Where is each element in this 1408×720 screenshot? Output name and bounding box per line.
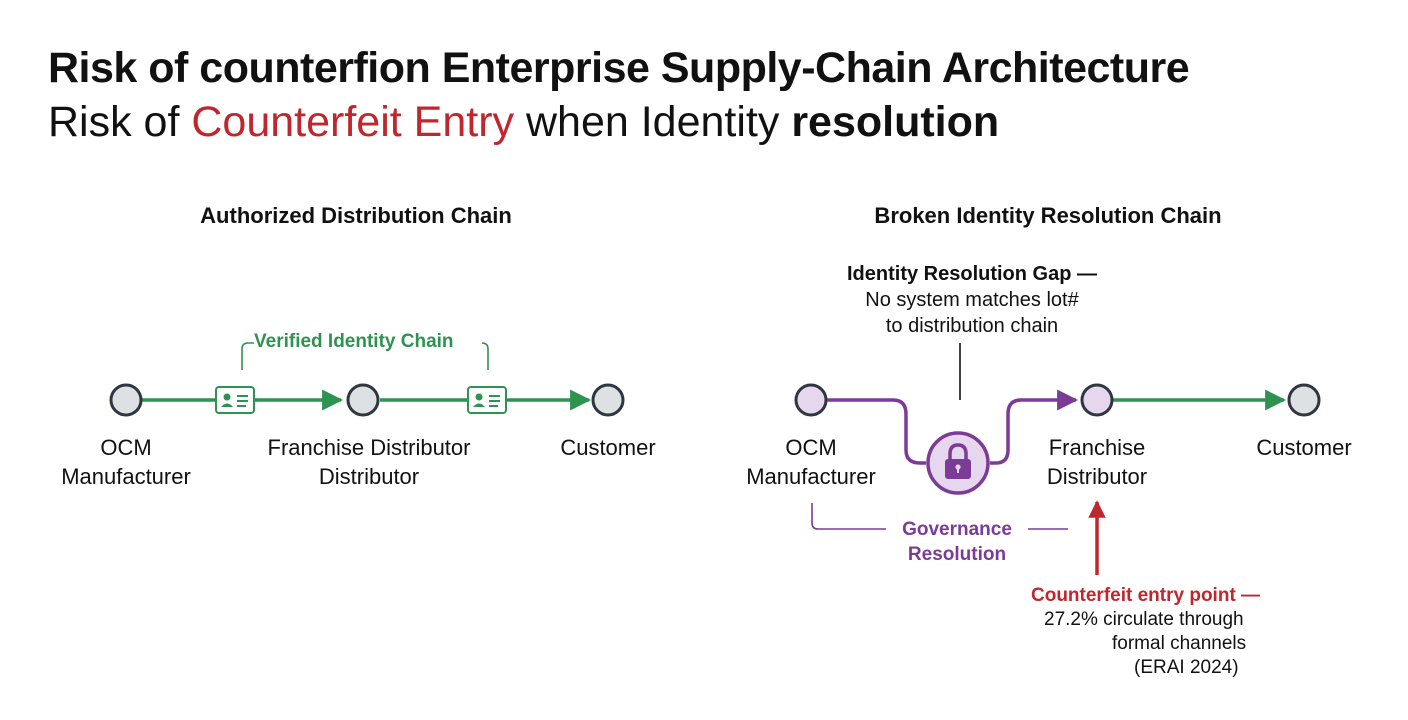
node-label-line: Customer bbox=[1256, 435, 1352, 460]
subtitle-bold: resolution bbox=[791, 98, 1000, 146]
governance-line: Governance bbox=[902, 519, 1012, 540]
purple-edge-out bbox=[990, 389, 1079, 465]
counterfeit-line: 27.2% circulate through bbox=[1044, 609, 1244, 630]
lock-icon bbox=[926, 431, 990, 495]
node-label-line: Distributor bbox=[1046, 464, 1148, 489]
right-panel-title: Broken Identity Resolution Chain bbox=[874, 203, 1222, 228]
counterfeit-line: formal channels bbox=[1112, 633, 1247, 654]
governance-line: Resolution bbox=[907, 544, 1007, 565]
governance-bracket-left bbox=[811, 503, 886, 530]
left-panel-title: Authorized Distribution Chain bbox=[200, 203, 512, 228]
node-label-line: OCM bbox=[100, 435, 152, 460]
node-ocm-left bbox=[109, 383, 143, 417]
node-label-customer-left: Customer bbox=[560, 433, 655, 462]
node-customer-left bbox=[591, 383, 625, 417]
subtitle-part1: Risk of bbox=[48, 98, 192, 146]
left-chain bbox=[109, 342, 625, 417]
subtitle-highlight: Counterfeit Entry bbox=[191, 98, 515, 146]
verified-bracket-left bbox=[241, 342, 254, 370]
verified-bracket-right bbox=[481, 342, 489, 370]
node-franchise-left bbox=[346, 383, 380, 417]
node-label-line: Customer bbox=[560, 435, 656, 460]
governance-label: Governance Resolution bbox=[902, 517, 1012, 567]
node-label-line: Manufacturer bbox=[61, 464, 191, 489]
counterfeit-line: (ERAI 2024) bbox=[1134, 657, 1239, 678]
node-franchise-right bbox=[1080, 383, 1114, 417]
identity-gap-callout: Identity Resolution Gap — No system matc… bbox=[847, 261, 1097, 339]
page-subtitle: Risk of Counterfeit Entry when Identity … bbox=[48, 98, 999, 147]
node-label-franchise-right: Franchise Distributor bbox=[1047, 433, 1147, 491]
node-label-line: Distributor bbox=[318, 464, 420, 489]
counterfeit-callout: Counterfeit entry point — 27.2% circulat… bbox=[1031, 584, 1260, 680]
node-customer-right bbox=[1287, 383, 1321, 417]
gap-title: Identity Resolution Gap — bbox=[846, 263, 1098, 285]
gap-line: No system matches lot# bbox=[865, 289, 1079, 311]
verified-chain-label: Verified Identity Chain bbox=[254, 331, 454, 352]
purple-edge-in bbox=[826, 398, 926, 465]
id-card-icon bbox=[467, 386, 507, 414]
node-label-line: OCM bbox=[785, 435, 837, 460]
node-label-ocm-right: OCM Manufacturer bbox=[746, 433, 876, 491]
node-ocm-right bbox=[794, 383, 828, 417]
counterfeit-title: Counterfeit entry point — bbox=[1031, 585, 1261, 606]
gap-line: to distribution chain bbox=[885, 315, 1059, 337]
id-card-icon bbox=[215, 386, 255, 414]
page-title: Risk of counterfion Enterprise Supply-Ch… bbox=[48, 44, 1190, 92]
node-label-franchise-left: Franchise Distributor Distributor bbox=[268, 433, 471, 491]
node-label-line: Franchise bbox=[1048, 435, 1146, 460]
subtitle-part2: when Identity bbox=[514, 98, 792, 146]
node-label-line: Franchise Distributor bbox=[267, 435, 471, 460]
node-label-line: Manufacturer bbox=[746, 464, 876, 489]
right-chain bbox=[794, 343, 1321, 575]
node-label-customer-right: Customer bbox=[1256, 433, 1351, 462]
node-label-ocm-left: OCM Manufacturer bbox=[61, 433, 191, 491]
